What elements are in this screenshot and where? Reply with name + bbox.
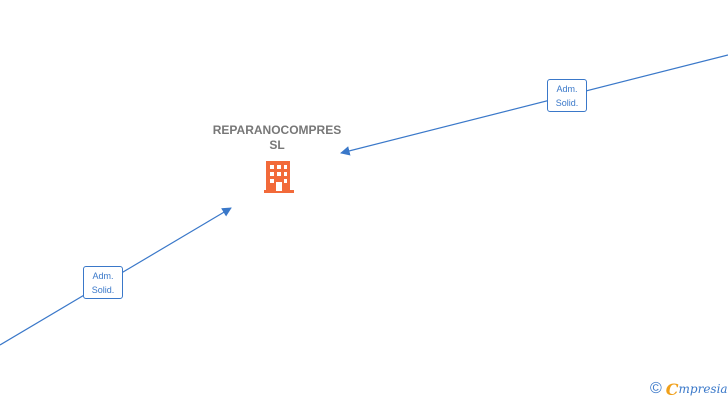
edge-label-bottom-line2: Solid. — [91, 285, 115, 295]
empresia-watermark[interactable]: © C mpresia — [650, 379, 728, 399]
company-name[interactable]: REPARANOCOMPRES SL — [196, 123, 358, 153]
edge-label-bottom[interactable]: Adm. Solid. — [83, 266, 123, 299]
brand-logo-text: mpresia — [678, 382, 728, 396]
brand-logo-initial: C — [665, 379, 679, 399]
edge-label-top-line1: Adm. — [556, 84, 578, 94]
edge-label-bottom-line1: Adm. — [92, 271, 114, 281]
copyright-icon: © — [650, 380, 662, 397]
edge-label-top-line2: Solid. — [555, 98, 579, 108]
company-name-line2: SL — [269, 138, 285, 152]
building-icon[interactable] — [262, 158, 296, 194]
edge-label-top[interactable]: Adm. Solid. — [547, 79, 587, 112]
company-name-line1: REPARANOCOMPRES — [212, 123, 342, 137]
edge-line-top — [340, 54, 728, 156]
